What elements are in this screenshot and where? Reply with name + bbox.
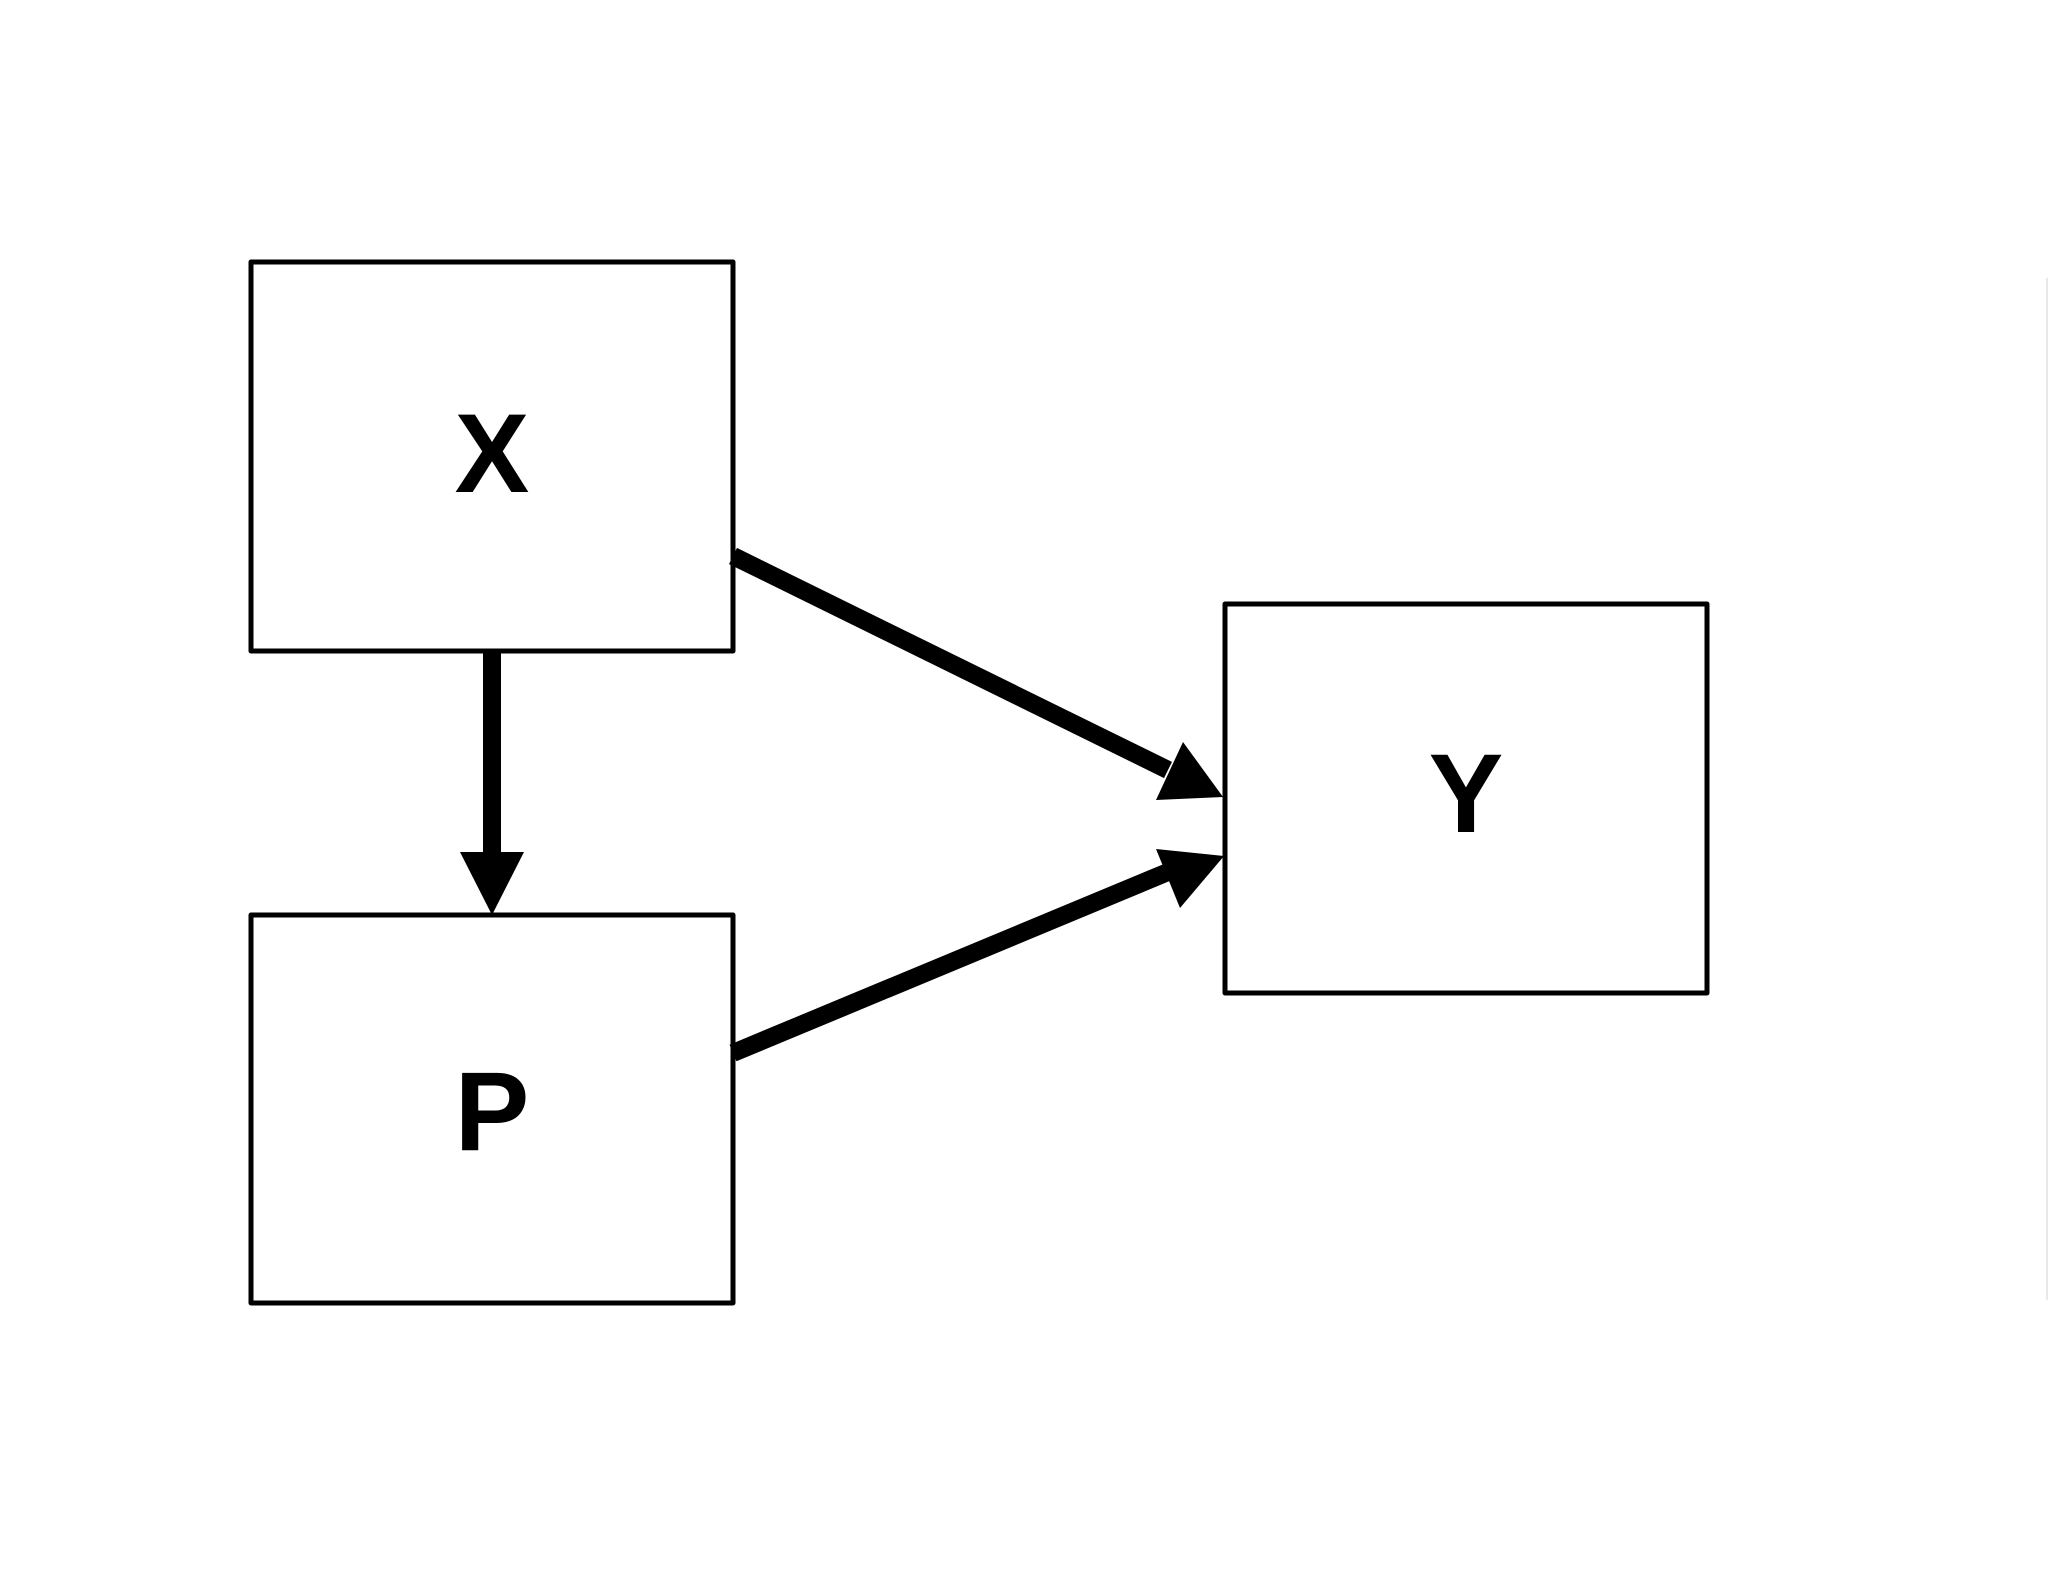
- edge-p-to-y: [729, 849, 1224, 1062]
- node-y-box: [1222, 601, 1710, 996]
- edge-x-to-y-arrowhead: [1156, 742, 1223, 800]
- edge-x-to-p-arrowhead: [460, 852, 524, 915]
- node-x: X: [248, 259, 736, 654]
- edge-p-to-y-line: [729, 863, 1172, 1062]
- edge-x-to-p: [460, 651, 524, 915]
- edge-x-to-y-line: [729, 547, 1172, 779]
- node-p-label: P: [455, 1049, 530, 1174]
- node-x-box: [248, 259, 736, 654]
- edge-x-to-y: [729, 547, 1223, 800]
- edge-p-to-y-arrowhead: [1156, 849, 1224, 908]
- node-x-label: X: [455, 391, 530, 516]
- page-edge-divider: [2046, 278, 2048, 1300]
- node-p-box: [248, 912, 736, 1306]
- node-y: Y: [1222, 601, 1710, 996]
- node-y-label: Y: [1429, 731, 1504, 856]
- node-p: P: [248, 912, 736, 1306]
